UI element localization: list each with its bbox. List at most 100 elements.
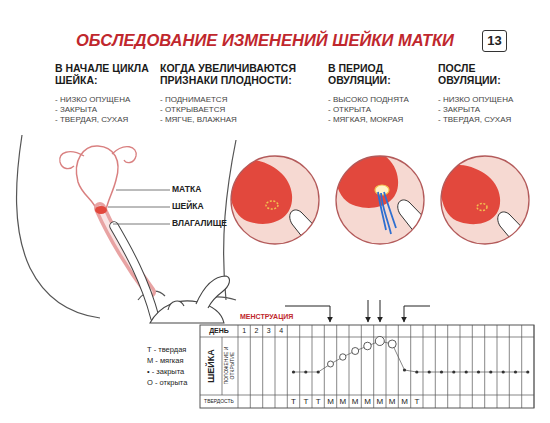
day-number: 3 xyxy=(263,327,275,335)
legend-text: • - закрыта xyxy=(147,367,184,376)
cervix-os-closed xyxy=(266,201,278,209)
open-circle xyxy=(340,354,346,360)
anatomy-label: ВЛАГАЛИЩЕ xyxy=(172,219,242,229)
view-border xyxy=(231,156,319,244)
leader-line xyxy=(108,190,170,224)
list-item: - НИЗКО ОПУЩЕНА xyxy=(55,96,160,105)
closed-dot xyxy=(403,368,406,371)
closed-dot xyxy=(502,370,505,373)
cervix xyxy=(95,206,107,214)
legend-entry: • - закрыта xyxy=(147,368,184,376)
list-item: - ВЫСОКО ПОДНЯТА xyxy=(328,96,428,105)
diagram-title: ОБСЛЕДОВАНИЕ ИЗМЕНЕНИЙ ШЕЙКИ МАТКИ xyxy=(55,31,475,49)
row-label: ПОЛОЖЕНИЕ И ОТКРЫТИЕ xyxy=(224,338,235,394)
column-heading: КОГДА УВЕЛИЧИВАЮТСЯ ПРИЗНАКИ ПЛОДНОСТИ: xyxy=(160,63,310,87)
closed-marks xyxy=(292,368,530,373)
cell-value: Т xyxy=(312,398,324,407)
list-item: - ТВЕРДАЯ, СУХАЯ xyxy=(55,116,160,125)
view-interior xyxy=(334,145,444,252)
cervix-os-open xyxy=(375,185,389,195)
open-circle xyxy=(364,342,372,350)
legend-text: Т - твердая xyxy=(147,345,186,354)
arrow xyxy=(380,300,381,322)
closed-dot xyxy=(292,370,295,373)
cervix-low xyxy=(228,159,292,224)
list-item: - НИЗКО ОПУЩЕНА xyxy=(438,96,528,105)
uterus xyxy=(60,146,136,211)
closed-dot xyxy=(415,370,418,373)
legend-entry: Т - твердая xyxy=(147,346,186,354)
list-item: - ОТКРЫВАЕТСЯ xyxy=(160,106,310,115)
chart-arrows xyxy=(285,300,430,322)
cervix-low xyxy=(440,165,500,224)
fallopian-tube xyxy=(112,147,136,163)
row-label: ТВЕРДОСТЬ xyxy=(200,399,238,405)
list-item: - ЗАКРЫТА xyxy=(438,106,528,115)
list-item: - ТВЕРДАЯ, СУХАЯ xyxy=(438,116,528,125)
cell-value: М xyxy=(361,398,373,407)
open-circle xyxy=(375,337,384,346)
chart-grid xyxy=(200,325,534,408)
cell-value: Т xyxy=(300,398,312,407)
cell-value: М xyxy=(374,398,386,407)
cell-value: М xyxy=(337,398,349,407)
axis-label: ШЕЙКА xyxy=(206,337,216,395)
page-number: 13 xyxy=(487,34,501,48)
day-number: 2 xyxy=(250,327,262,335)
view-border xyxy=(441,156,529,244)
page-number-box: 13 xyxy=(482,30,507,52)
anatomy-label: ШЕЙКА xyxy=(172,202,242,212)
legend-entry: О - открыта xyxy=(147,379,187,387)
column-heading: В НАЧАЛЕ ЦИКЛА ШЕЙКА: xyxy=(55,63,160,87)
grid-lines xyxy=(238,325,534,408)
day-header: ДЕНЬ xyxy=(200,327,238,335)
list-item: - ОТКРЫТА xyxy=(328,106,428,115)
open-circle xyxy=(388,340,396,348)
hand-finger xyxy=(168,301,184,310)
closed-dot xyxy=(317,370,320,373)
finger-outline xyxy=(114,226,155,318)
list-item: - МЯГКАЯ, МОКРАЯ xyxy=(328,116,428,125)
cell-value: М xyxy=(349,398,361,407)
menstruation-label: МЕНСТРУАЦИЯ xyxy=(240,313,320,321)
closed-dot xyxy=(304,370,307,373)
vaginal-wall xyxy=(440,155,530,245)
view-border xyxy=(336,156,424,244)
list-item: - МЯГЧЕ, ВЛАЖНАЯ xyxy=(160,116,310,125)
open-circle xyxy=(352,348,359,355)
legend-text: М - мягкая xyxy=(147,356,184,365)
view-interior xyxy=(228,155,336,262)
arrow xyxy=(404,306,430,322)
legend-text: О - открыта xyxy=(147,378,187,387)
column-heading: В ПЕРИОД ОВУЛЯЦИИ: xyxy=(328,63,428,87)
chart-frame xyxy=(200,325,534,408)
day-number: 1 xyxy=(238,327,250,335)
closed-dot xyxy=(428,370,431,373)
cell-value: М xyxy=(398,398,410,407)
cervix-os-closed xyxy=(477,204,487,211)
day-number: 4 xyxy=(275,327,287,335)
closed-dot xyxy=(440,370,443,373)
cervix-trace xyxy=(294,341,528,372)
finger xyxy=(398,200,444,252)
hand-palm xyxy=(150,301,224,323)
finger xyxy=(114,226,155,318)
arrow xyxy=(368,300,369,322)
view-interior xyxy=(440,155,544,262)
cell-value: Т xyxy=(287,398,299,407)
closed-dot xyxy=(477,370,480,373)
closed-dot xyxy=(452,370,455,373)
list-item: - ПОДНИМАЕТСЯ xyxy=(160,96,310,105)
closed-dot xyxy=(514,370,517,373)
open-marks xyxy=(328,337,397,368)
closed-dot xyxy=(489,370,492,373)
closed-dot xyxy=(465,370,468,373)
cell-value: Т xyxy=(411,398,423,407)
list-item: - ЗАКРЫТА xyxy=(55,106,160,115)
finger xyxy=(290,210,336,262)
closed-dot xyxy=(526,370,529,373)
hand xyxy=(150,276,229,323)
cell-value: М xyxy=(324,398,336,407)
finger xyxy=(498,212,544,262)
cervix-view xyxy=(228,145,544,262)
